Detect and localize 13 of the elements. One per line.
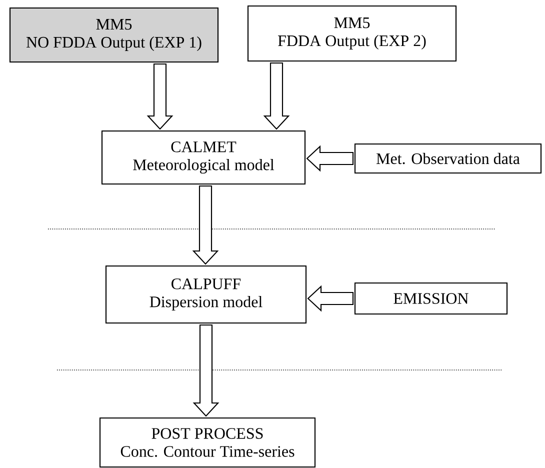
process-box: CALMET Meteorological model xyxy=(101,130,306,185)
process-box: MM5 FDDA Output (EXP 2) xyxy=(247,5,457,62)
block-arrow xyxy=(192,185,219,265)
process-box: Met. Observation data xyxy=(354,143,542,174)
block-arrow xyxy=(306,145,354,172)
process-box: MM5 NO FDDA Output (EXP 1) xyxy=(9,7,219,63)
block-arrow xyxy=(192,324,220,417)
block-arrow xyxy=(263,62,290,130)
block-arrow xyxy=(307,285,354,312)
block-arrow xyxy=(146,63,174,130)
process-box: EMISSION xyxy=(354,282,508,315)
process-box: POST PROCESS Conc. Contour Time-series xyxy=(99,417,316,468)
process-box: CALPUFF Dispersion model xyxy=(105,265,307,324)
